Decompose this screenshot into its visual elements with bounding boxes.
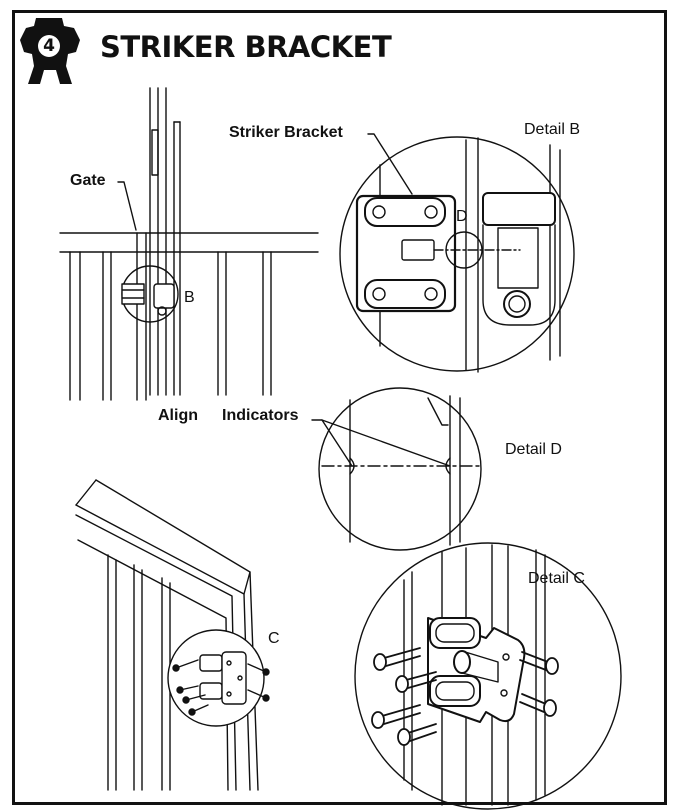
detail-b-view	[339, 133, 575, 373]
align-label: Align	[158, 407, 198, 424]
step-number-badge: 4	[38, 35, 60, 57]
gate-label: Gate	[70, 172, 106, 189]
detail-d-label: Detail D	[505, 441, 562, 458]
detail-d-view	[311, 387, 482, 551]
callout-b-label: B	[184, 289, 195, 306]
detail-c-label: Detail C	[528, 570, 585, 587]
gate-overview	[59, 87, 319, 401]
striker-bracket-label: Striker Bracket	[229, 124, 343, 141]
detail-c-view	[354, 542, 622, 810]
callout-d-label: D	[456, 208, 468, 225]
step-title: STRIKER BRACKET	[100, 30, 392, 64]
detail-b-label: Detail B	[524, 121, 581, 138]
gate-perspective	[75, 479, 270, 791]
callout-c-label: C	[268, 630, 280, 647]
instruction-panel	[12, 10, 667, 805]
indicators-label: Indicators	[222, 407, 299, 424]
